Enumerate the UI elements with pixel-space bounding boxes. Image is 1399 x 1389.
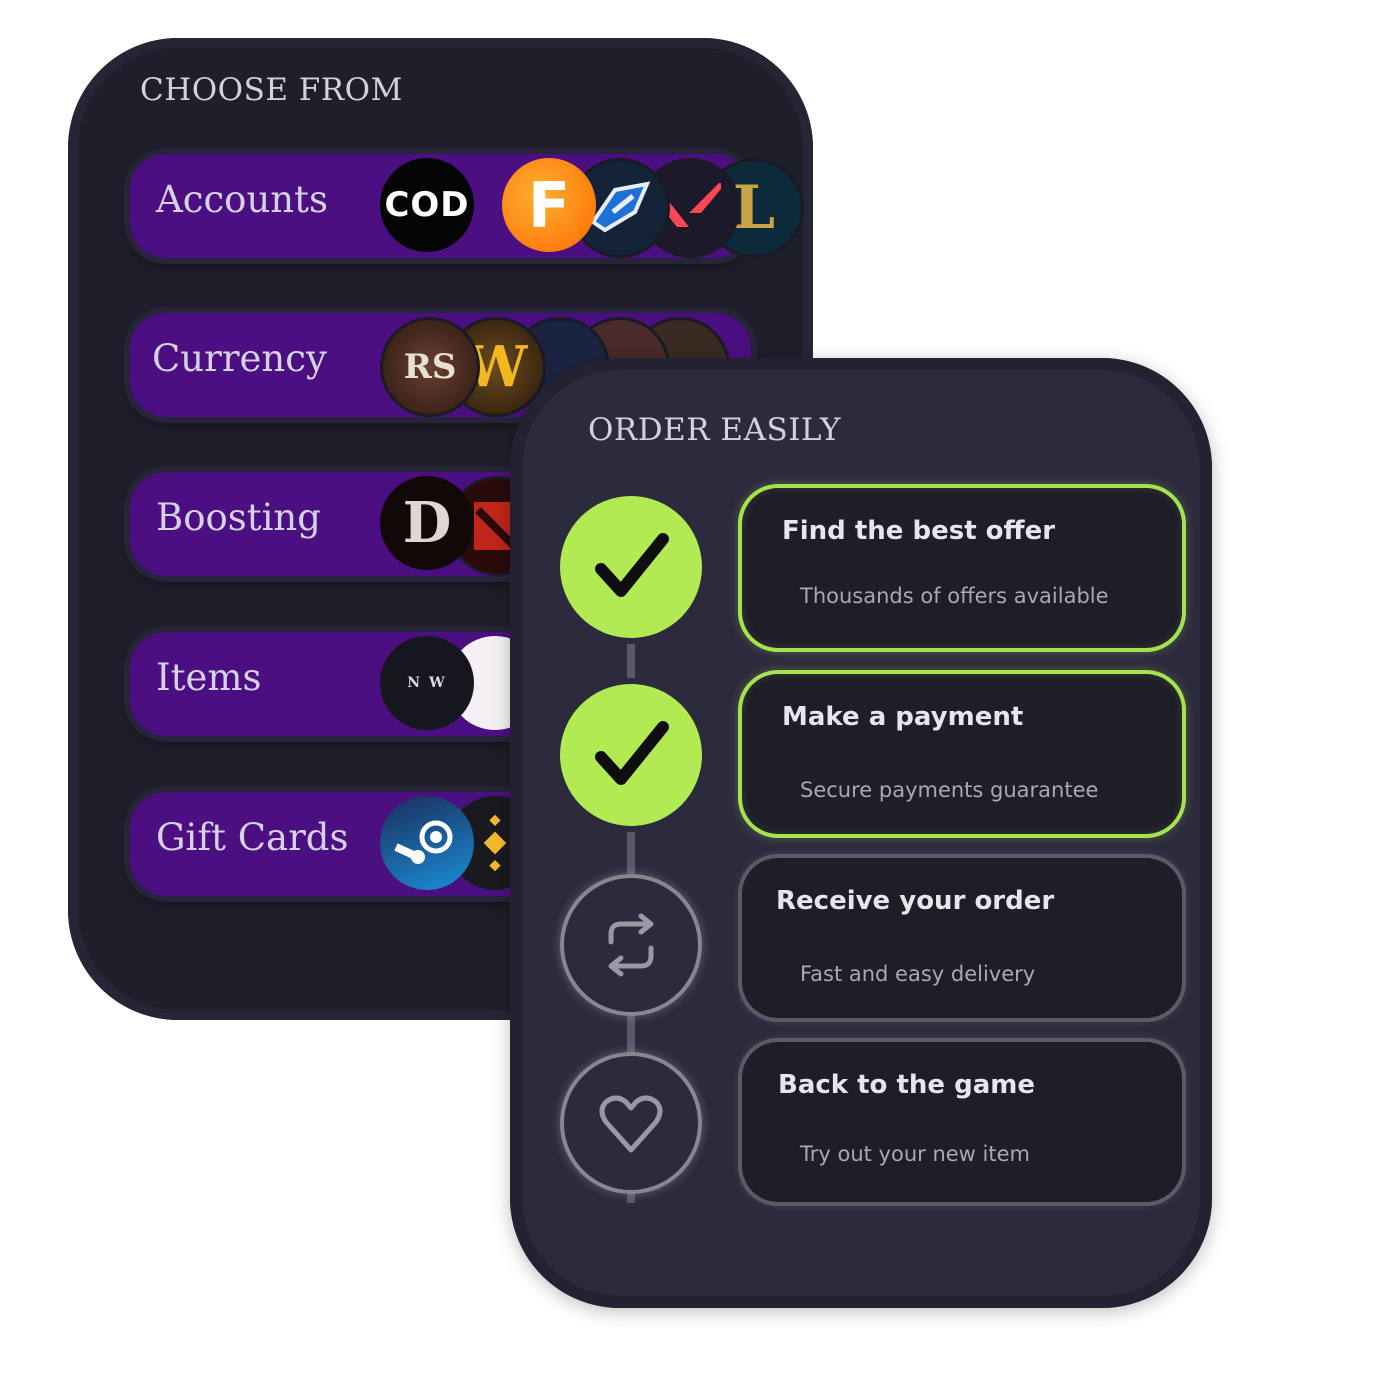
category-label: Gift Cards [156,816,349,859]
step-3-status [560,874,702,1016]
order-easily-title: ORDER EASILY [588,412,842,448]
category-label: Items [156,656,262,699]
category-label: Accounts [156,178,328,221]
step-title: Make a payment [782,702,1024,732]
check-icon [595,721,669,785]
step-subtitle: Try out your new item [800,1142,1030,1166]
step-4-status [560,1052,702,1194]
step-subtitle: Thousands of offers available [800,584,1109,608]
category-label: Currency [152,337,327,380]
choose-from-title: CHOOSE FROM [140,72,403,108]
step-card-make-payment[interactable]: Make a payment Secure payments guarantee [742,674,1182,834]
step-title: Receive your order [776,886,1055,916]
f-logo-icon: F [502,158,596,252]
new-world-logo-icon: N W [380,636,474,730]
heart-icon [599,1095,663,1153]
step-subtitle: Secure payments guarantee [800,778,1099,802]
steam-logo-icon [380,796,474,890]
step-title: Find the best offer [782,516,1056,546]
category-accounts[interactable]: Accounts L F COD [130,154,804,258]
runescape-logo-icon: RS [380,317,480,417]
step-card-find-offer[interactable]: Find the best offer Thousands of offers … [742,488,1182,648]
step-subtitle: Fast and easy delivery [800,962,1036,986]
diablo-logo-icon: D [380,476,474,570]
step-1-status [560,496,702,638]
exchange-icon [608,913,654,977]
cod-logo-icon: COD [380,158,474,252]
category-label: Boosting [156,496,321,539]
step-2-status [560,684,702,826]
step-card-back-to-game[interactable]: Back to the game Try out your new item [742,1042,1182,1202]
step-title: Back to the game [778,1070,1035,1100]
step-card-receive-order[interactable]: Receive your order Fast and easy deliver… [742,858,1182,1018]
order-easily-panel: ORDER EASILY Find the best offer Thousan… [510,358,1212,1308]
check-icon [595,533,669,597]
